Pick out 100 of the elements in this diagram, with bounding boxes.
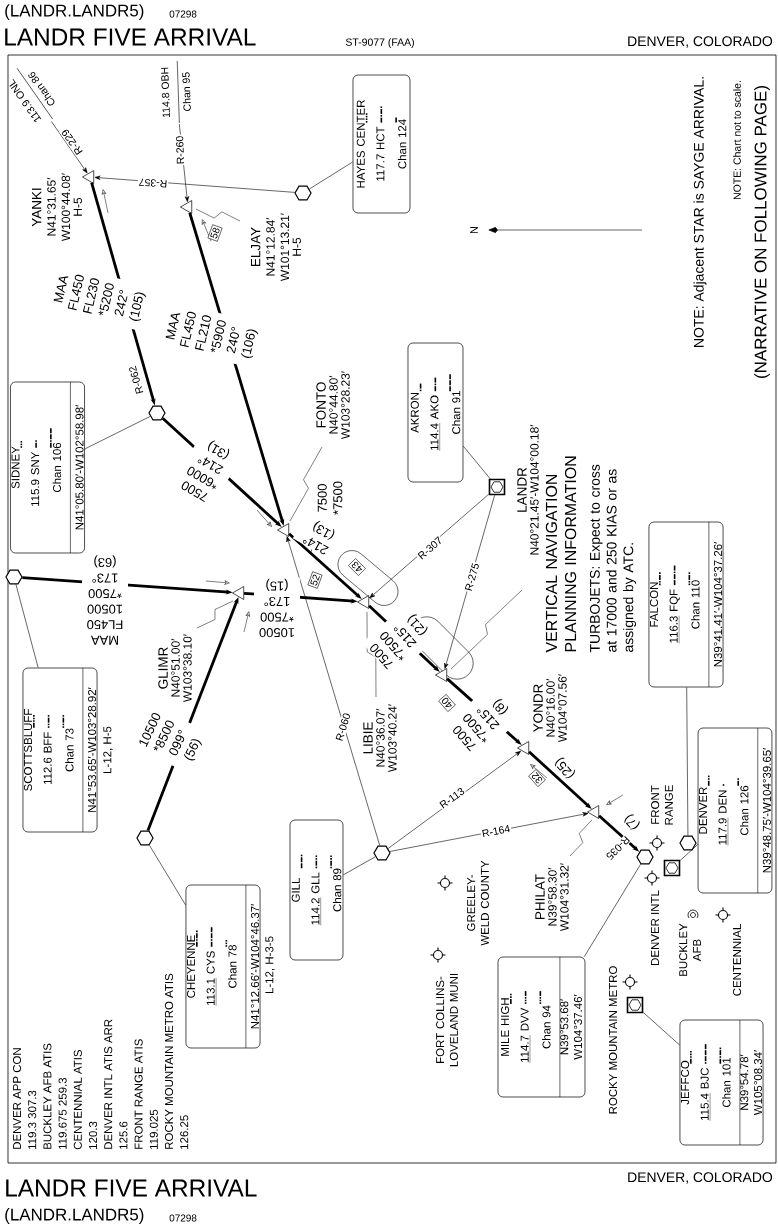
location-text: DENVER, COLORADO <box>626 35 774 49</box>
edge-label: R-260 <box>174 134 186 166</box>
vortac-symbol <box>679 835 697 851</box>
navaid-box: HAYES CENTER 117.7 HCT Chan 124 <box>352 74 411 214</box>
chart-number: ST-9077 (FAA) <box>344 37 416 49</box>
vor-dme-symbol <box>626 996 644 1014</box>
navaid-box: SIDNEY 115.9 SNY Chan 106 N41°05.80′-W102°58.98′ <box>10 381 85 554</box>
airport-name: FRONT RANGE <box>650 779 674 831</box>
radial-arrow <box>94 175 295 193</box>
note-text: TURBOJETS: Expect to cross at 17000 and 250 KIAS or as assigned by ATC. <box>588 436 638 654</box>
vor-dme-symbol <box>488 478 506 496</box>
edge-label: MAA FL450 10500 *7500 173° (63) <box>82 554 128 646</box>
frequency-text: FRONT RANGE ATIS <box>133 1037 144 1151</box>
node-label: N41°53.65′-W103°28.92′ <box>87 687 97 812</box>
node-label: 112.6 <box>43 757 52 785</box>
navaid-box: CHEYENNE 113.1 CYS Chan 78 N41°12.66′-W104°46.37′ <box>185 884 261 1049</box>
speed-restriction-box: 52 <box>307 571 323 589</box>
navaid-box: JEFFCO 115.4 BJC Chan 101 N39°54.78′ W105°08.34′ <box>679 1019 764 1146</box>
chart-reference: L-12, H-5 <box>103 726 113 773</box>
speed-restriction-box: 40 <box>438 694 456 712</box>
navaid-box: DENVER 117.9 DEN Chan 126 N39°48.75′-W104°39.65′ <box>697 727 773 894</box>
navaid-box: AKRON 114.4 AKO Chan 91 <box>407 342 464 483</box>
edge-label: R-060 <box>334 711 352 743</box>
node-label: SCOTTSBLUFF <box>23 709 33 791</box>
airport-name: GREELEY-WELD COUNTY <box>466 858 490 948</box>
waypoint-label: GLIMR N40°51.00′ W103°38.10′ <box>158 634 192 703</box>
procedure-code: (LANDR.LANDR5) <box>3 3 146 21</box>
node-label: BFF <box>43 732 52 753</box>
edge-label: (25) <box>544 746 586 790</box>
note-text: (NARRATIVE ON FOLLOWING PAGE) <box>753 84 771 380</box>
leader-line <box>643 1012 680 1046</box>
speed-restriction-box: 32 <box>528 769 546 787</box>
waypoint-label: LIBIE N40°36.07′ W103°40.24′ <box>363 704 397 773</box>
chart-reference: L-12, H-3-5 <box>265 936 275 994</box>
speed-restriction-box: 58 <box>207 224 223 242</box>
node-label: Chan 73 <box>65 728 74 772</box>
frequency-text: ROCKY MOUNTAIN METRO ATIS <box>163 972 175 1151</box>
frequency-text: 126.25 <box>179 1113 190 1151</box>
note-text: NOTE: Chart not to scale. <box>732 79 742 201</box>
airport-name: DENVER INTL <box>650 889 660 967</box>
frequency-text: 125.6 <box>118 1120 129 1151</box>
frequency-text: 119.3 307.3 <box>27 1089 38 1151</box>
frequency-text: CENTENNIAL ATIS <box>72 1048 83 1151</box>
radial-arrow <box>51 121 88 174</box>
navaid-label: 114.8 OBH Chan 95 <box>161 60 191 124</box>
radial-arrow <box>387 750 521 849</box>
node-label: Chan 78 <box>228 945 237 988</box>
waypoint-label: LANDR N40°21.45′-W104°00.18′ <box>517 424 539 555</box>
navaid-box: GILL 114.2 GLL Chan 89 <box>289 819 344 961</box>
frequency-text: BUCKLEY AFB ATIS <box>42 1042 53 1151</box>
leader-line <box>584 864 641 957</box>
edge-label: MAA FL450 FL210 *5900 240° (106) <box>162 302 262 368</box>
revision-number: 07298 <box>168 1213 198 1223</box>
leader-line <box>149 845 186 906</box>
node-label: CYS <box>206 951 215 974</box>
note-text: NOTE: Adjacent STAR is SAYGE ARRIVAL. <box>692 75 708 350</box>
vortac-symbol <box>136 830 154 846</box>
radial-arrow <box>444 495 495 669</box>
edge-label: R-275 <box>463 561 481 593</box>
waypoint-label: ELJAY N41°12.84′ W101°13.21′ H-5 <box>251 213 301 282</box>
edge-label: 10500 *7500 173° (15) <box>254 577 300 639</box>
revision-number: 07298 <box>168 9 198 19</box>
leader-line <box>15 584 39 668</box>
node-label: N41°12.66′-W104°46.37′ <box>250 903 260 1029</box>
vor-dme-symbol <box>663 859 681 877</box>
chart-title: LANDR FIVE ARRIVAL <box>5 28 256 46</box>
vortac-symbol <box>294 185 312 201</box>
frequency-text: DENVER INTL ATIS ARR <box>103 1017 114 1151</box>
edge-label: R-164 <box>480 823 512 839</box>
vortac-symbol <box>373 845 391 861</box>
node-label: 113.1 <box>206 978 215 1005</box>
section-heading: VERTICAL NAVIGATION PLANNING INFORMATION <box>544 436 578 654</box>
frequency-text: 119.025 <box>148 1108 159 1151</box>
edge-label: 10500 *8500 099° (56) <box>134 706 210 774</box>
airport-name: ROCKY MOUNTAIN METRO <box>607 964 619 1116</box>
speed-restriction-box: 43 <box>348 558 366 576</box>
leader-line <box>343 856 376 876</box>
airport-name: BUCKLEY AFB <box>678 918 702 982</box>
vortac-symbol <box>5 569 23 585</box>
airport-name: FORT COLLINS-LOVELAND MUNI <box>435 969 459 1071</box>
waypoint-label: YONDR N40°16.00′ W104°07.56′ <box>533 674 567 743</box>
leader-line <box>686 687 689 836</box>
edge-label: R-357 <box>137 177 169 189</box>
location-text: DENVER, COLORADO <box>626 1171 774 1185</box>
waypoint-label: PHILAT N39°58.30′ W104°31.32′ <box>535 863 569 932</box>
procedure-code: (LANDR.LANDR5) <box>3 1207 146 1225</box>
radial-arrow <box>286 536 381 846</box>
leader-line <box>309 161 353 190</box>
waypoint-label: FONTO N40°44.80′ W103°28.23′ <box>316 371 350 440</box>
vortac-symbol <box>636 849 654 865</box>
leader-line <box>84 416 151 450</box>
navaid-box: SCOTTSBLUFF 112.6 BFF Chan 73 N41°53.65′-W103°28.92′ <box>22 667 98 833</box>
waypoint-label: YANKI N41°31.65′ W100°44.08′ H-5 <box>32 173 82 242</box>
node-label: CHEYENNE <box>186 935 196 998</box>
edge-label: MAA FL450 FL230 *5200 242° (105) <box>50 265 150 331</box>
frequency-text: DENVER APP CON <box>11 1046 23 1151</box>
radial-arrow <box>389 812 589 852</box>
altitude-label: 7500 *7500 <box>317 481 343 515</box>
radial-label: R-062 <box>127 364 145 396</box>
leader-line <box>463 445 491 479</box>
